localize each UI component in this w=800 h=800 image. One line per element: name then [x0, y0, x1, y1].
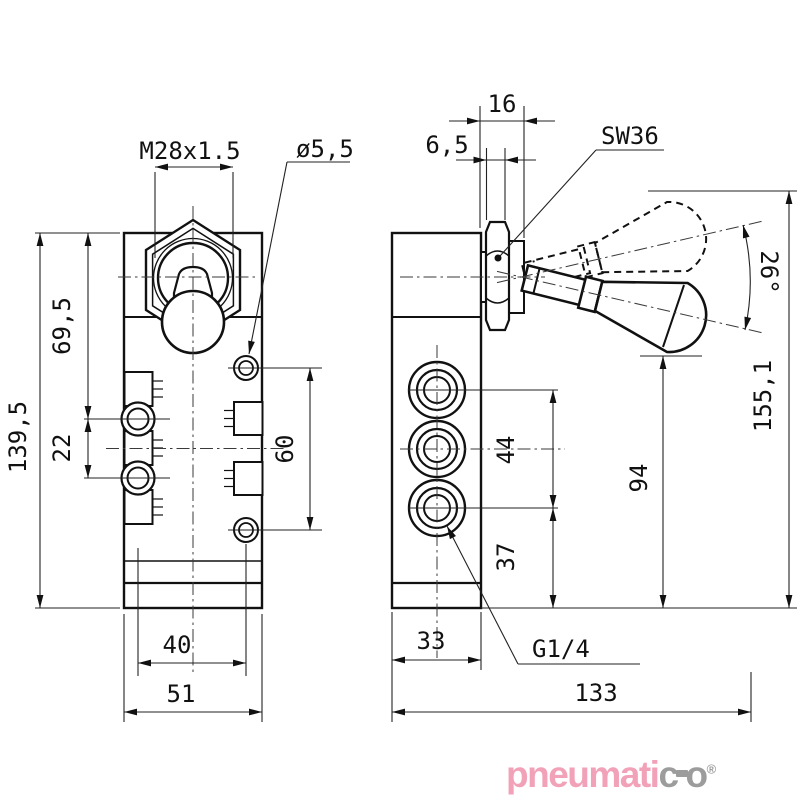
hex-nut-side — [484, 220, 511, 332]
dim-front-hole-offset: 40 — [163, 631, 192, 659]
dim-lever-clearance: 94 — [625, 464, 653, 493]
registered-trademark-icon: ® — [706, 761, 717, 777]
label-wrench-size: SW36 — [601, 122, 659, 150]
lever-knob — [593, 280, 708, 354]
dim-lever-angle: 26° — [755, 250, 783, 293]
dimension-labels: M28x1.5 ø5,5 139,5 69,5 22 60 40 51 16 6… — [4, 90, 783, 708]
logo-text-pink: pneumati — [506, 754, 660, 795]
side-centerlines — [400, 220, 763, 658]
dim-body-depth: 33 — [417, 627, 446, 655]
logo-text-o: o — [685, 754, 709, 795]
dim-front-top-to-port: 69,5 — [48, 297, 76, 355]
sw36-leader-dot — [494, 254, 502, 262]
dim-front-width: 51 — [167, 680, 196, 708]
front-center-bosses — [233, 401, 264, 496]
side-view — [390, 200, 763, 658]
dim-pilot-hole-label: ø5,5 — [296, 135, 354, 163]
dim-total-depth: 133 — [574, 679, 617, 707]
side-dimensions — [391, 106, 797, 722]
logo-text-c: c — [658, 754, 679, 795]
dim-side-total-height: 155,1 — [749, 360, 777, 432]
dim-side-stack-width: 16 — [488, 90, 517, 118]
dim-front-hole-spacing: 60 — [271, 435, 299, 464]
front-dimensions — [35, 161, 350, 722]
lever-axis-up — [496, 220, 763, 284]
dim-bottom-port-height: 37 — [492, 543, 520, 572]
lever-down-solid — [520, 263, 708, 354]
logo-connector-dash — [675, 769, 688, 777]
lever-axis-down — [496, 270, 763, 334]
dim-thread-label: M28x1.5 — [139, 137, 240, 165]
label-port-thread: G1/4 — [532, 635, 590, 663]
dim-side-port-spacing: 44 — [492, 436, 520, 465]
front-view — [106, 206, 284, 674]
dim-front-total-height: 139,5 — [4, 401, 32, 473]
dim-front-port-spacing: 22 — [48, 434, 76, 463]
front-centerlines — [106, 206, 284, 674]
dim-side-nut-width: 6,5 — [425, 131, 468, 159]
